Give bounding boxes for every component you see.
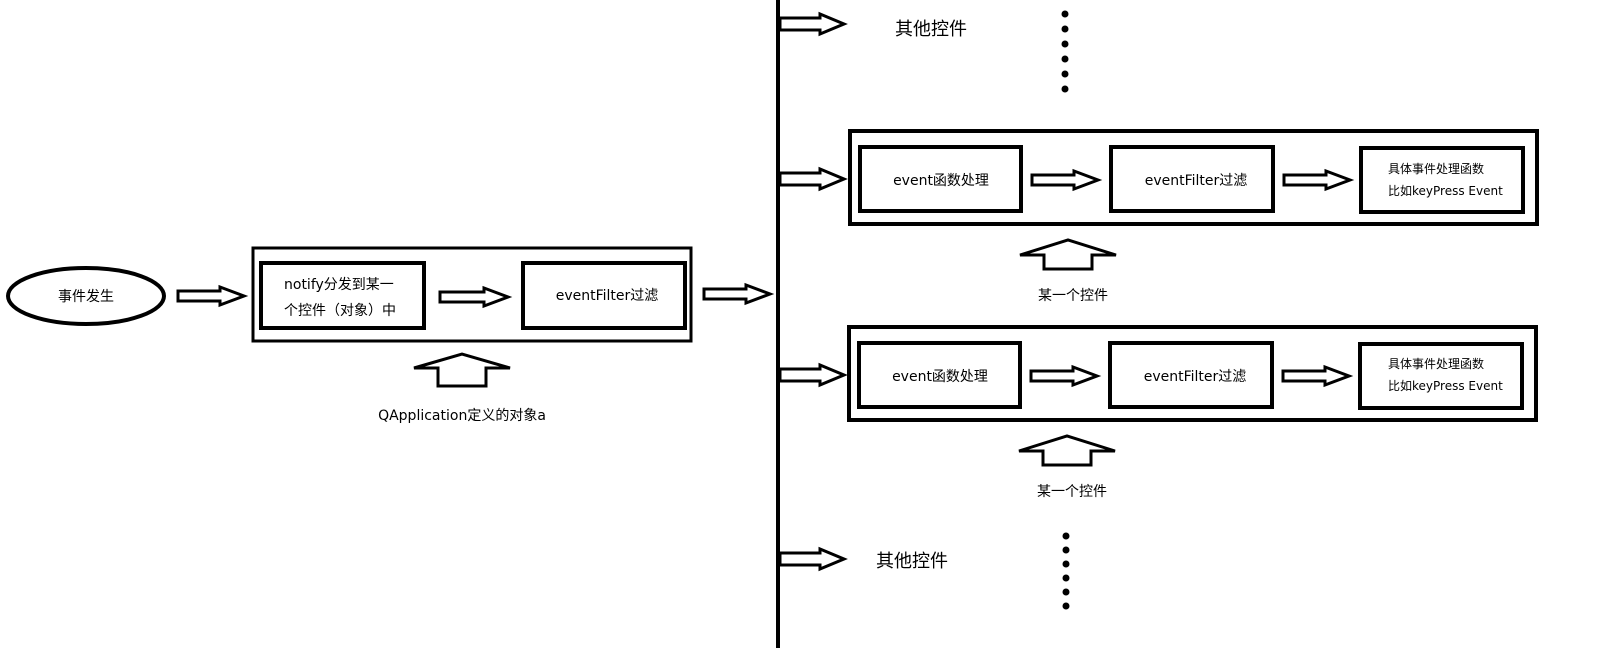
arrow-widget-top-event-to-filter	[1030, 168, 1103, 192]
widget-bottom-handler-line2: 比如keyPress Event	[1388, 378, 1503, 393]
qapp-filter-label: eventFilter过滤	[556, 288, 659, 304]
notify-label-line1: notify分发到某一	[284, 277, 394, 293]
widget-top-filter-label: eventFilter过滤	[1145, 173, 1248, 189]
widget-bottom-event-box	[857, 341, 1022, 409]
widget-bottom-handler-line1: 具体事件处理函数	[1388, 356, 1484, 371]
arrow-to-widget-bottom	[778, 362, 848, 388]
notify-label-line2: 个控件（对象）中	[284, 303, 396, 319]
arrow-widget-bottom-filter-to-handler	[1281, 364, 1354, 388]
other-widgets-bottom-label: 其他控件	[876, 551, 948, 572]
widget-bottom-caption: 某一个控件	[1037, 484, 1107, 500]
widget-bottom-filter-box	[1108, 341, 1274, 409]
arrow-qapp-to-dispatch	[702, 282, 775, 306]
arrow-to-widget-top	[778, 166, 848, 192]
notify-box	[259, 261, 426, 330]
arrow-event-to-qapp	[176, 284, 249, 308]
event-start-node	[6, 266, 166, 326]
qapp-caption: QApplication定义的对象a	[378, 408, 546, 424]
event-start-label: 事件发生	[58, 289, 114, 305]
widget-bottom-event-label: event函数处理	[892, 369, 988, 385]
widget-bottom-up-arrow	[1018, 434, 1116, 467]
arrow-widget-top-filter-to-handler	[1282, 168, 1355, 192]
widget-bottom-handler-box	[1358, 342, 1524, 410]
widget-top-up-arrow	[1019, 238, 1117, 271]
widget-top-event-label: event函数处理	[893, 173, 989, 189]
widget-top-caption: 某一个控件	[1038, 288, 1108, 304]
widget-bottom-filter-label: eventFilter过滤	[1144, 369, 1247, 385]
ellipsis-top	[1061, 10, 1069, 93]
widget-top-filter-box	[1109, 145, 1275, 213]
arrow-to-other-bottom	[778, 546, 848, 572]
qapp-up-arrow	[413, 352, 511, 388]
qapp-filter-box	[521, 261, 687, 330]
arrow-widget-bottom-event-to-filter	[1029, 364, 1102, 388]
widget-top-handler-line2: 比如keyPress Event	[1388, 183, 1503, 198]
arrow-to-other-top	[778, 11, 848, 37]
widget-top-handler-line1: 具体事件处理函数	[1388, 161, 1484, 176]
other-widgets-top-label: 其他控件	[895, 19, 967, 40]
widget-top-handler-box	[1359, 146, 1525, 214]
ellipsis-bottom	[1062, 532, 1070, 610]
widget-top-event-box	[858, 145, 1023, 213]
arrow-notify-to-filter	[438, 285, 513, 309]
